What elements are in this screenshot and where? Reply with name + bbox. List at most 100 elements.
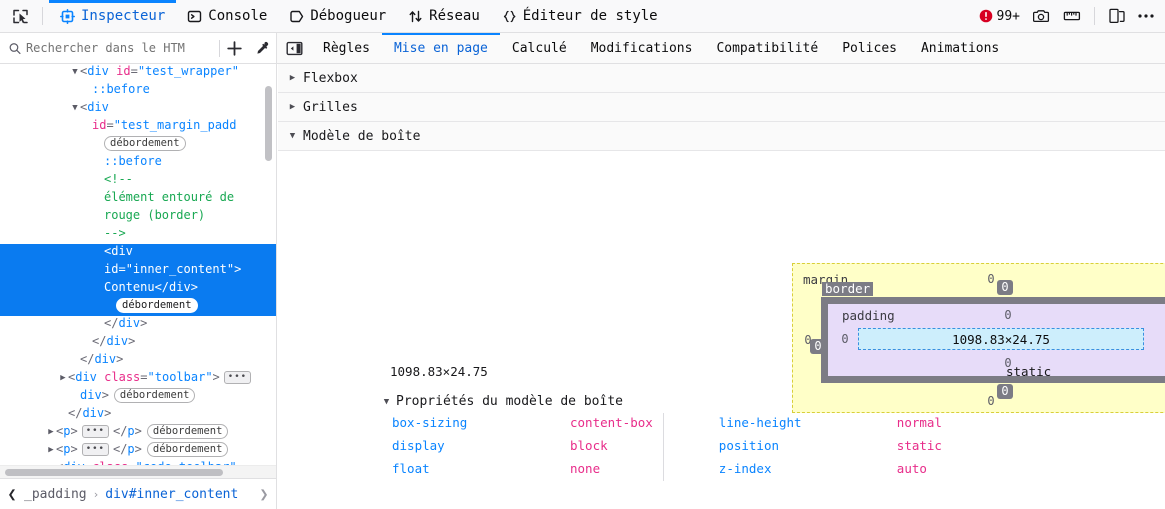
property-value-z-index[interactable]: auto (896, 461, 927, 476)
border-left-value[interactable]: 0 (810, 339, 826, 354)
markup-row[interactable]: </div> (0, 334, 276, 352)
markup-row[interactable]: id="test_margin_padd (0, 118, 276, 136)
section-grids-header[interactable]: ▶ Grilles (278, 93, 1165, 122)
box-model-content-region[interactable]: 1098.83×24.75 (858, 328, 1144, 350)
section-box-model-header[interactable]: ▼ Modèle de boîte (278, 122, 1165, 151)
property-name-float[interactable]: float (392, 461, 430, 476)
markup-row[interactable]: ▶<p>•••</p>débordement (0, 442, 276, 460)
property-value-position[interactable]: static (896, 438, 942, 453)
box-model-border-label: border (822, 282, 874, 296)
markup-row[interactable]: </div> (0, 352, 276, 370)
markup-row[interactable]: <!-- (0, 172, 276, 190)
tab-animations[interactable]: Animations (909, 33, 1011, 64)
tab-rules[interactable]: Règles (311, 33, 382, 64)
markup-row-selected[interactable]: débordement (0, 298, 276, 316)
tab-computed[interactable]: Calculé (500, 33, 579, 64)
padding-left-value[interactable]: 0 (841, 332, 849, 346)
markup-row-selected[interactable]: id="inner_content"> (0, 262, 276, 280)
markup-row[interactable]: </div> (0, 316, 276, 334)
section-flexbox-header[interactable]: ▶ Flexbox (278, 64, 1165, 93)
overflow-badge[interactable]: débordement (146, 442, 229, 457)
markup-row[interactable]: élément entouré de (0, 190, 276, 208)
markup-row[interactable]: ▼<div (0, 100, 276, 118)
property-name-display[interactable]: display (392, 438, 445, 453)
border-top-value[interactable]: 0 (997, 280, 1013, 295)
chevron-right-icon[interactable]: ▶ (60, 373, 66, 383)
property-value-float[interactable]: none (570, 461, 601, 476)
debugger-icon (289, 9, 304, 24)
chevron-right-icon[interactable]: ▶ (48, 445, 54, 455)
property-name-line-height[interactable]: line-height (718, 415, 802, 430)
toggle-sidebar-button[interactable] (277, 33, 311, 64)
chevron-down-icon[interactable]: ▼ (72, 67, 78, 77)
overflow-badge[interactable]: débordement (116, 298, 198, 313)
property-value-display[interactable]: block (570, 438, 608, 453)
markup-row[interactable]: débordement (0, 136, 276, 154)
chevron-down-icon[interactable]: ▼ (72, 103, 78, 113)
screenshot-button[interactable] (1028, 3, 1056, 29)
tab-network[interactable]: Réseau (397, 0, 491, 33)
border-bottom-value[interactable]: 0 (997, 384, 1013, 399)
eyedropper-button[interactable] (248, 33, 276, 63)
breadcrumb-scroll-left-button[interactable]: ❮ (7, 485, 17, 503)
markup-row[interactable]: ::before (0, 82, 276, 100)
markup-vertical-scrollbar[interactable] (265, 64, 274, 478)
markup-twisty-spacer (94, 193, 104, 203)
tab-compatibility[interactable]: Compatibilité (704, 33, 830, 64)
markup-vertical-scroll-thumb[interactable] (265, 86, 272, 161)
margin-left-value[interactable]: 0 (804, 333, 812, 347)
element-picker-button[interactable] (4, 2, 36, 30)
search-input[interactable] (25, 41, 219, 55)
markup-horizontal-scroll-thumb[interactable] (5, 469, 223, 476)
search-box[interactable] (0, 41, 219, 55)
padding-top-value[interactable]: 0 (1004, 308, 1012, 322)
markup-view[interactable]: ▼<div id="test_wrapper" ::before▼<div id… (0, 64, 277, 478)
box-model-padding-region[interactable]: padding 0 0 0 0 1098.83×24.75 (828, 304, 1165, 376)
markup-row[interactable]: </div> (0, 406, 276, 424)
tab-inspector[interactable]: Inspecteur (49, 0, 177, 33)
tab-console[interactable]: Console (176, 0, 278, 33)
tab-style-editor[interactable]: Éditeur de style (491, 0, 669, 33)
padding-bottom-value[interactable]: 0 (1004, 356, 1012, 370)
devtools-meta-menu-button[interactable] (1133, 3, 1159, 29)
markup-row[interactable]: rouge (border) (0, 208, 276, 226)
box-model-border-region[interactable]: border 0 0 0 0 padding 0 0 0 0 10 (810, 280, 1165, 399)
overflow-badge[interactable]: débordement (113, 388, 196, 403)
breadcrumb-item-current[interactable]: div#inner_content (105, 486, 239, 502)
markup-row-selected[interactable]: <div (0, 244, 276, 262)
box-model-properties-header[interactable]: ▼ Propriétés du modèle de boîte (278, 386, 1165, 415)
markup-row-selected[interactable]: Contenu</div> (0, 280, 276, 298)
tab-debugger[interactable]: Débogueur (278, 0, 397, 33)
markup-twisty-spacer (58, 409, 68, 419)
margin-top-value[interactable]: 0 (987, 272, 995, 286)
property-name-z-index[interactable]: z-index (718, 461, 772, 476)
property-value-box-sizing[interactable]: content-box (570, 415, 653, 430)
markup-row[interactable]: ▶<p>•••</p>débordement (0, 424, 276, 442)
markup-horizontal-scrollbar[interactable] (0, 465, 276, 478)
box-model-margin-region[interactable]: margin 0 0 0 0 border 0 0 0 0 padding (792, 263, 1165, 413)
tab-changes[interactable]: Modifications (579, 33, 705, 64)
margin-bottom-value[interactable]: 0 (987, 394, 995, 408)
overflow-badge[interactable]: débordement (146, 424, 229, 439)
tab-fonts[interactable]: Polices (830, 33, 909, 64)
property-name-box-sizing[interactable]: box-sizing (392, 415, 468, 430)
error-count-badge[interactable]: 99+ (973, 9, 1026, 24)
expand-children-ellipsis[interactable]: ••• (81, 425, 109, 438)
responsive-design-mode-button[interactable] (1103, 3, 1131, 29)
markup-row[interactable]: --> (0, 226, 276, 244)
measure-button[interactable] (1058, 3, 1086, 29)
expand-children-ellipsis[interactable]: ••• (81, 443, 109, 456)
breadcrumb-scroll-right-button[interactable]: ❯ (259, 485, 269, 503)
markup-row[interactable]: ▶<div class="toolbar">••• (0, 370, 276, 388)
breadcrumb-item-parent[interactable]: _padding (24, 486, 87, 502)
add-new-node-button[interactable] (220, 33, 248, 63)
property-name-position[interactable]: position (718, 438, 780, 453)
tab-layout[interactable]: Mise en page (381, 32, 500, 64)
overflow-badge[interactable]: débordement (104, 136, 186, 151)
markup-row[interactable]: ▼<div id="test_wrapper" (0, 64, 276, 82)
chevron-right-icon[interactable]: ▶ (48, 427, 54, 437)
markup-row[interactable]: ::before (0, 154, 276, 172)
markup-row[interactable]: div>débordement (0, 388, 276, 406)
expand-children-ellipsis[interactable]: ••• (223, 371, 252, 384)
property-value-line-height[interactable]: normal (896, 415, 942, 430)
